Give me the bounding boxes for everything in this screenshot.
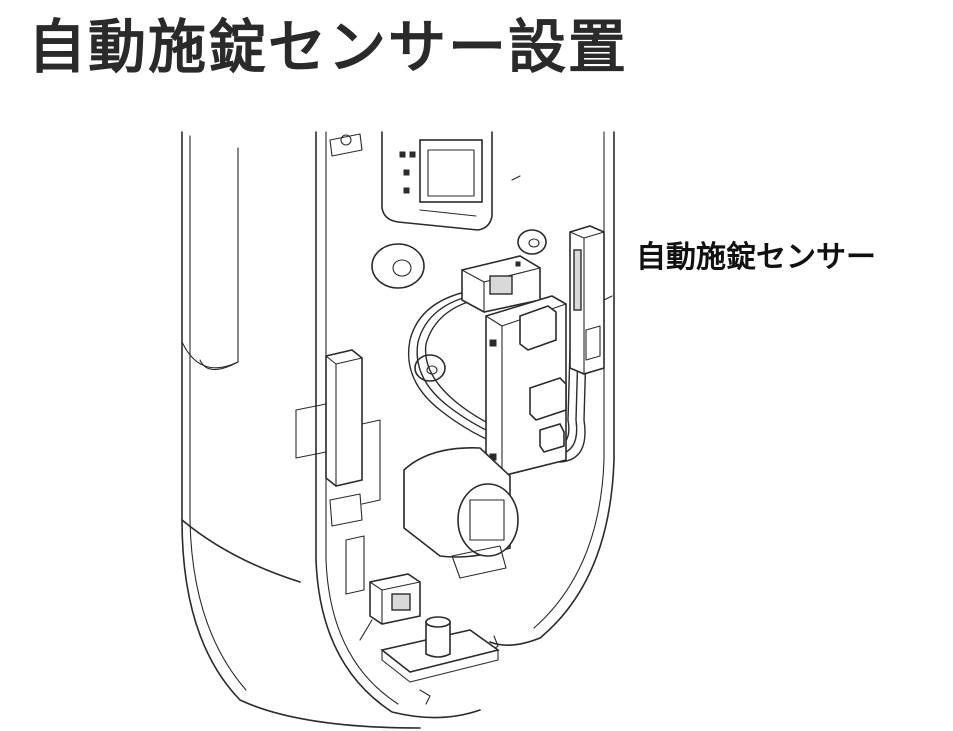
circuit-board	[329, 131, 521, 231]
page-title: 自動施錠センサー設置	[28, 13, 629, 81]
outer-cover	[181, 131, 421, 729]
wire-connector	[461, 255, 541, 313]
latch-cylinder	[403, 447, 519, 579]
auto-lock-sensor	[569, 225, 613, 375]
screw-boss-upper	[371, 243, 425, 289]
inner-chassis	[315, 131, 615, 719]
left-bracket	[295, 349, 381, 595]
screw-boss-right	[517, 229, 547, 255]
sensor-callout-label: 自動施錠センサー	[636, 240, 876, 275]
motor-housing	[485, 295, 567, 477]
bottom-plate	[380, 616, 500, 683]
bottom-connector	[359, 573, 421, 641]
